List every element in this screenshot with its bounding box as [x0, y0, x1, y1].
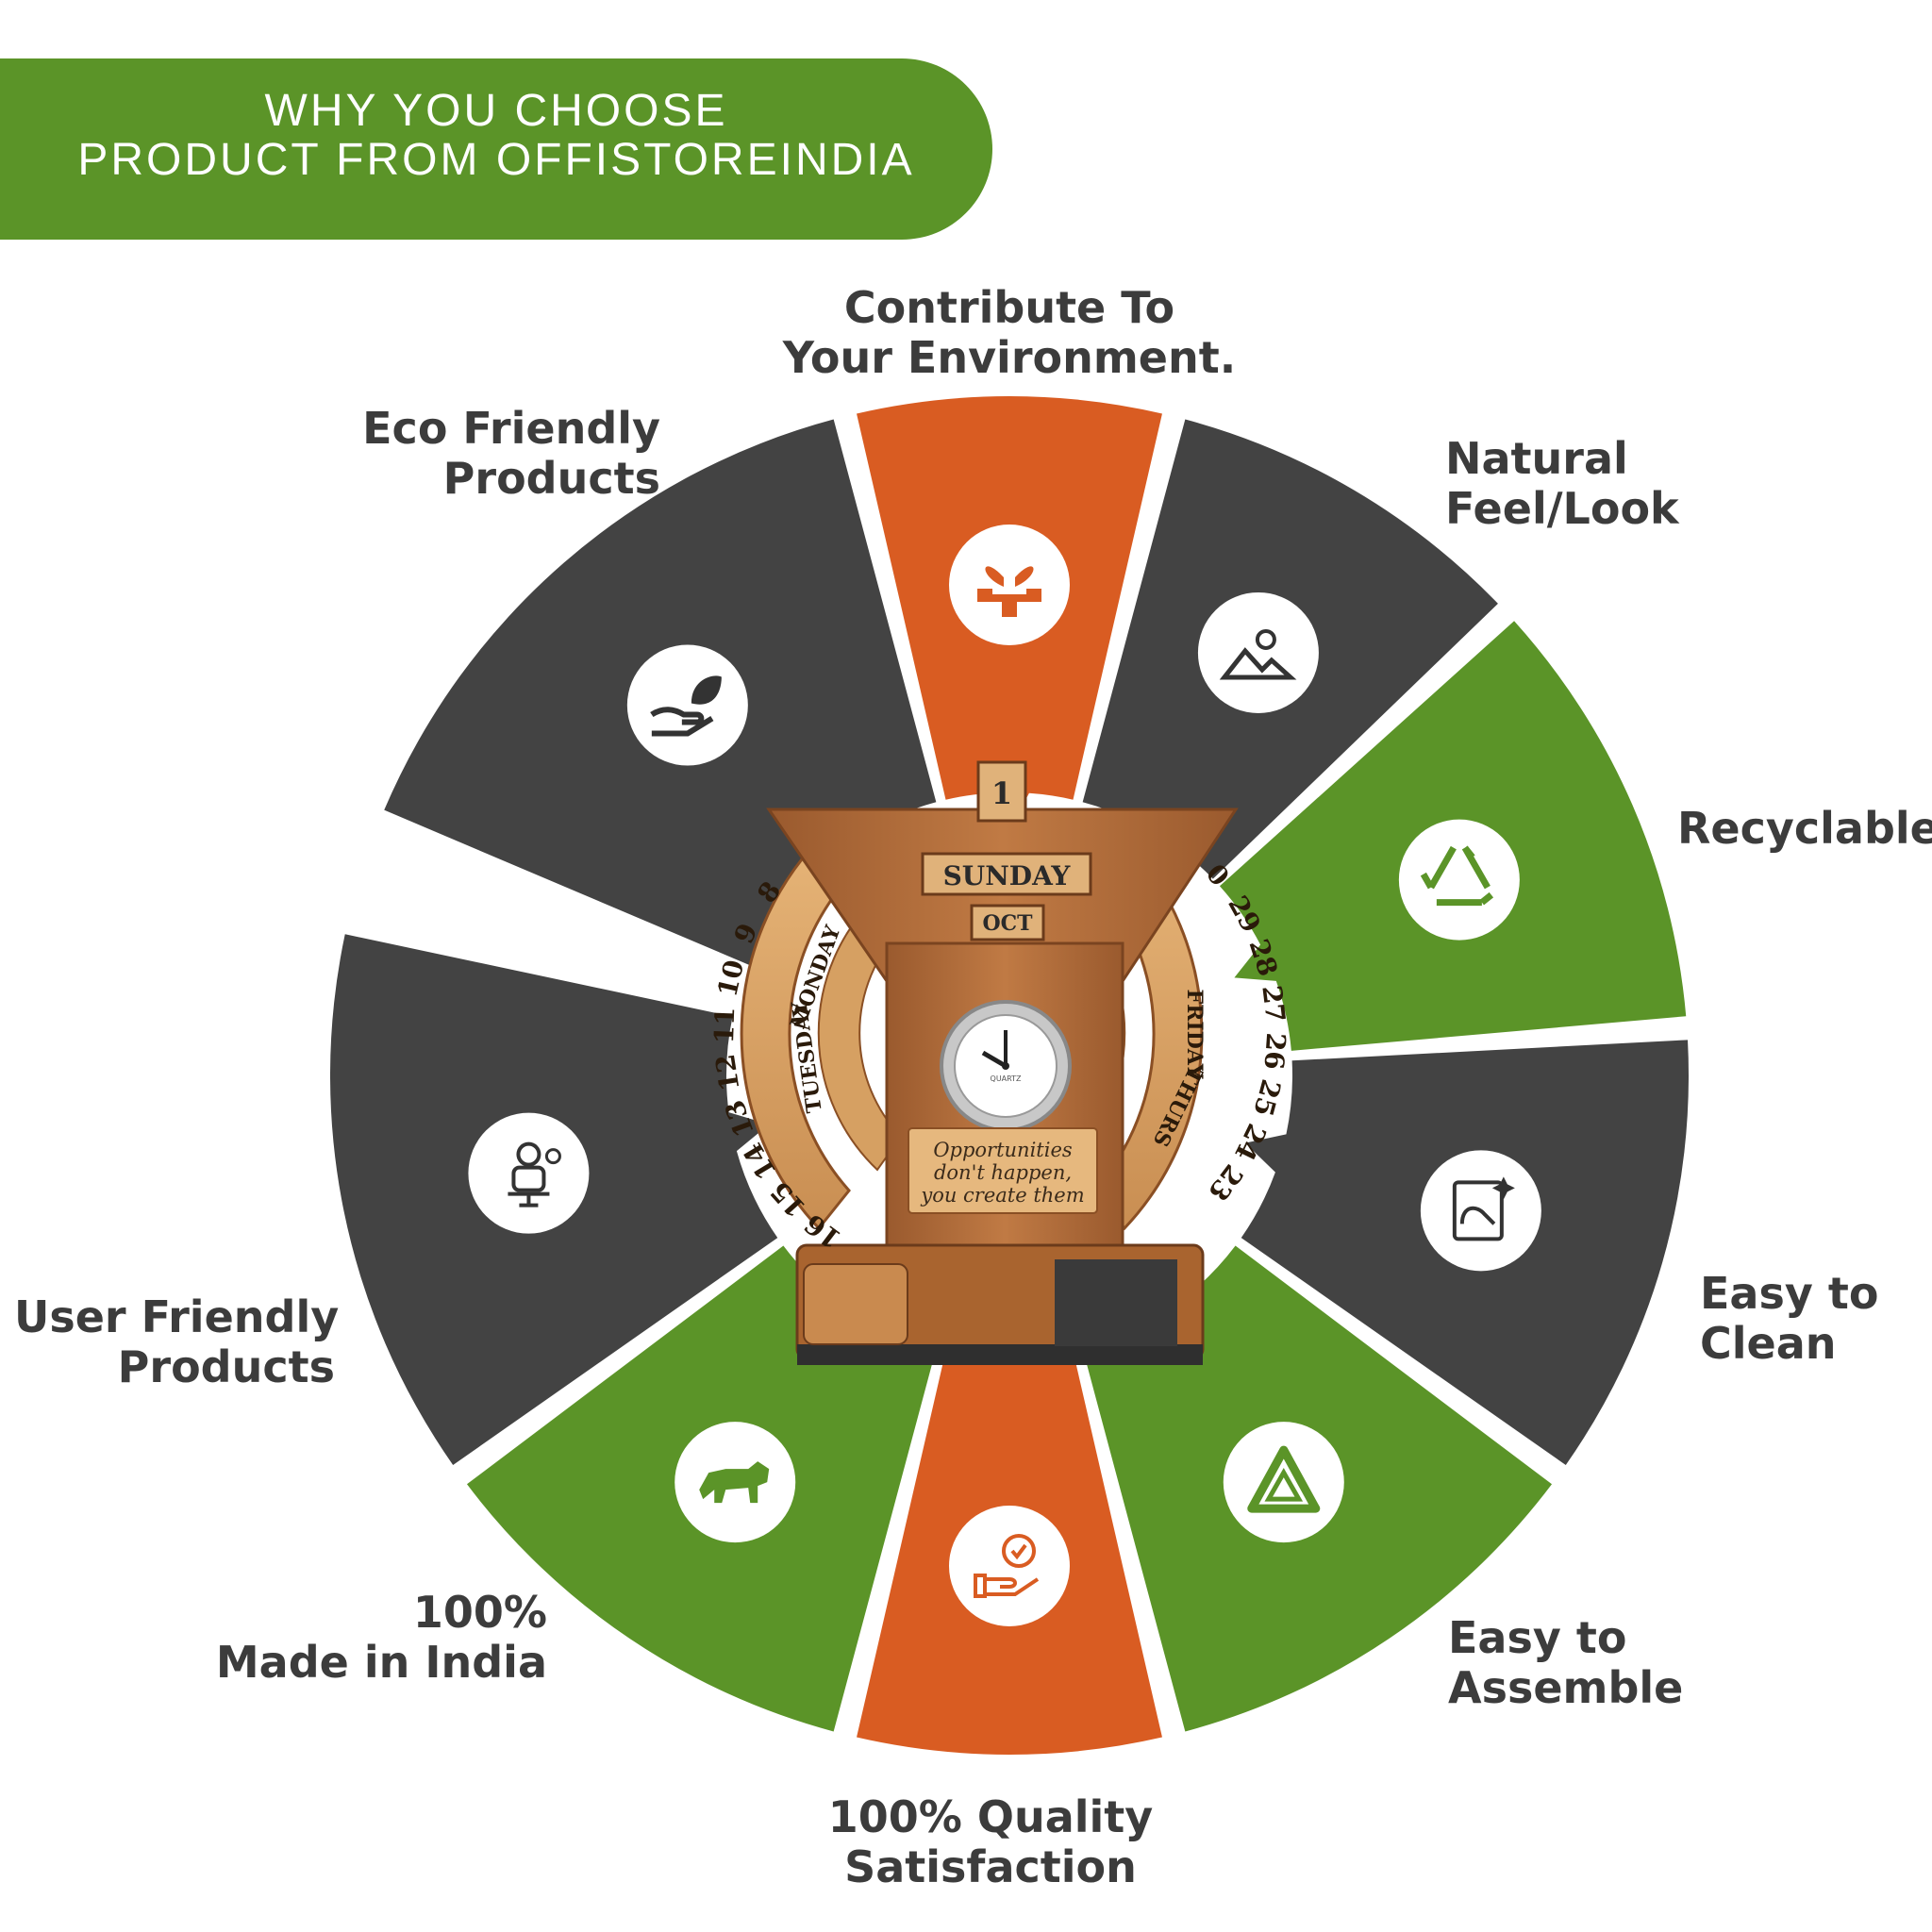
- right-day-label: FRIDAY: [1182, 990, 1207, 1079]
- label-recyclable: Recyclable: [1677, 803, 1932, 854]
- label-line: Natural: [1445, 433, 1628, 484]
- assemble-triangle-icon: [1247, 1445, 1321, 1513]
- left-date-label: 12: [709, 1052, 746, 1093]
- label-line: Easy to: [1700, 1268, 1879, 1319]
- icon-badge: [468, 1112, 590, 1234]
- label-easy-assemble: Easy to Assemble: [1448, 1613, 1731, 1713]
- right-date-label: 25: [1247, 1076, 1287, 1120]
- pen-stand: [1055, 1259, 1177, 1346]
- icon-badge: [1197, 591, 1319, 713]
- leaf-hand-icon: [650, 675, 722, 737]
- label-line: Products: [117, 1341, 335, 1392]
- clock-brand: QUARTZ: [991, 1074, 1022, 1083]
- label-user-friendly: User Friendly Products: [14, 1291, 340, 1392]
- office-user-icon: [508, 1141, 561, 1208]
- label-line: Easy to: [1448, 1612, 1627, 1663]
- label-eco-friendly: Eco Friendly Products: [340, 404, 660, 504]
- quality-hand-icon: [974, 1534, 1040, 1598]
- label-line: Products: [442, 453, 660, 504]
- left-date-label: 11: [708, 1007, 741, 1044]
- label-line: Your Environment.: [782, 332, 1237, 383]
- label-line: Recyclable: [1677, 803, 1932, 854]
- label-line: Satisfaction: [844, 1841, 1137, 1892]
- clean-hand-icon: [1452, 1176, 1515, 1241]
- icon-badge: [1398, 819, 1520, 941]
- label-contribute-environment: Contribute To Your Environment.: [774, 283, 1245, 383]
- card-holder: [803, 1263, 908, 1345]
- right-date-ring: [1092, 837, 1204, 1231]
- label-line: 100% Quality: [827, 1791, 1154, 1842]
- month-banner: [970, 904, 1045, 941]
- label-natural-feel: Natural Feel/Look: [1445, 434, 1728, 534]
- quote-plaque: [908, 1127, 1098, 1214]
- quote-line-3: you create them: [920, 1184, 1084, 1207]
- icon-badge: [949, 525, 1070, 645]
- quote-line-1: Opportunities: [933, 1139, 1073, 1161]
- clock-center: [1002, 1062, 1009, 1070]
- plant-hands-icon: [977, 566, 1041, 617]
- wheel-icons: [468, 525, 1541, 1626]
- right-date-label: 23: [1202, 1158, 1249, 1207]
- date-number: 1: [991, 775, 1012, 811]
- date-box: [976, 760, 1027, 823]
- icon-badge: [949, 1506, 1070, 1626]
- base-strip: [797, 1344, 1203, 1365]
- label-line: Feel/Look: [1445, 483, 1679, 534]
- day-text: SUNDAY: [943, 860, 1072, 891]
- quote-line-2: don't happen,: [934, 1161, 1072, 1184]
- label-easy-clean: Easy to Clean: [1700, 1269, 1907, 1369]
- label-line: Clean: [1700, 1318, 1837, 1369]
- recycle-icon: [1420, 845, 1494, 907]
- lion-icon: [699, 1461, 770, 1504]
- right-date-label: 27: [1256, 984, 1291, 1024]
- label-made-india: 100% Made in India: [170, 1588, 547, 1688]
- label-quality: 100% Quality Satisfaction: [755, 1792, 1226, 1892]
- label-line: Contribute To: [843, 282, 1175, 333]
- label-line: Made in India: [215, 1637, 547, 1688]
- label-line: Assemble: [1448, 1662, 1684, 1713]
- header-line-2: PRODUCT FROM OFFISTOREINDIA: [77, 135, 915, 185]
- right-date-label: 26: [1258, 1032, 1292, 1071]
- sun-mountain-icon: [1219, 628, 1297, 680]
- label-line: User Friendly: [14, 1291, 340, 1342]
- clock-hour-hand: [981, 1050, 1008, 1069]
- day-banner: [921, 852, 1092, 896]
- label-line: Eco Friendly: [362, 403, 660, 454]
- icon-badge: [626, 644, 748, 766]
- label-line: 100%: [412, 1587, 547, 1638]
- header-line-1: WHY YOU CHOOSE: [264, 86, 728, 136]
- header-banner: WHY YOU CHOOSE PRODUCT FROM OFFISTOREIND…: [0, 58, 992, 240]
- month-text: OCT: [982, 911, 1033, 936]
